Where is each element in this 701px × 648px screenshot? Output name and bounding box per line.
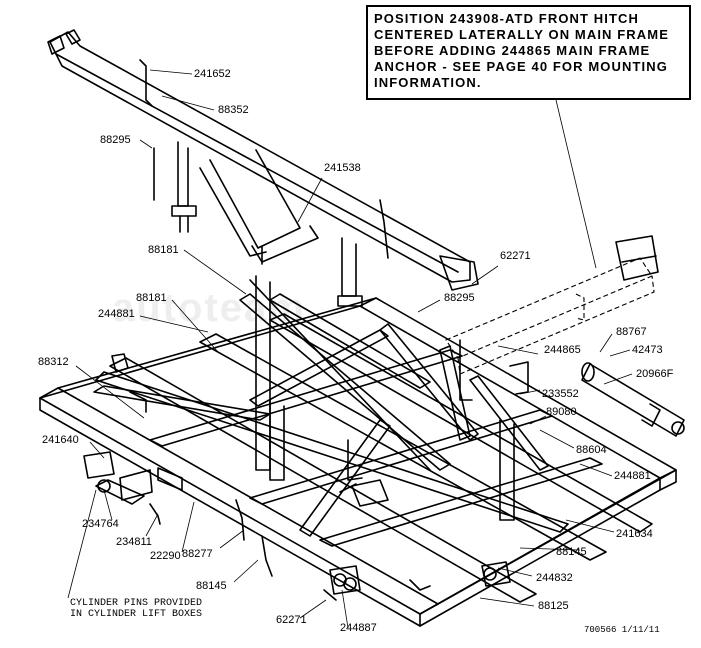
note-line-2: CENTERED LATERALLY ON MAIN FRAME	[374, 27, 669, 42]
callout-233552: 233552	[542, 388, 579, 400]
callout-88312: 88312	[38, 356, 69, 368]
callout-88181-a: 88181	[148, 244, 179, 256]
callout-244881-b: 244881	[614, 470, 651, 482]
callout-88277: 88277	[182, 548, 213, 560]
cylinder-lift-parts	[83, 451, 389, 577]
callout-22290: 22290	[150, 550, 181, 562]
callout-88145-a: 88145	[196, 580, 227, 592]
callout-241634: 241634	[616, 528, 653, 540]
callout-62271-a: 62271	[500, 250, 531, 262]
callout-88125: 88125	[538, 600, 569, 612]
callout-244887: 244887	[340, 622, 377, 634]
callout-88767: 88767	[616, 326, 647, 338]
cylinder-note-line-1: CYLINDER PINS PROVIDED	[70, 598, 203, 609]
watermark: autoteam	[112, 286, 306, 330]
callout-244832: 244832	[536, 572, 573, 584]
callout-241538: 241538	[324, 162, 361, 174]
callout-88181-b: 88181	[136, 292, 167, 304]
cylinder-note-line-2: IN CYLINDER LIFT BOXES	[70, 609, 203, 620]
callout-234811: 234811	[116, 536, 152, 548]
front-hitch-241538	[47, 29, 479, 291]
note-line-4: ANCHOR - SEE PAGE 40 FOR MOUNTING	[374, 59, 668, 74]
callout-88352: 88352	[218, 104, 249, 116]
callout-88604: 88604	[576, 444, 607, 456]
hydraulic-cylinder-20966F	[581, 362, 685, 437]
callout-20966F: 20966F	[636, 368, 674, 380]
cylinder-pins-note: CYLINDER PINS PROVIDED IN CYLINDER LIFT …	[70, 598, 202, 620]
front-stands	[111, 353, 511, 601]
callout-88145-b: 88145	[556, 546, 587, 558]
drawing-id: 700566 1/11/11	[584, 625, 660, 635]
main-frame	[39, 275, 677, 627]
callout-241652: 241652	[194, 68, 231, 80]
leader-lines	[67, 69, 633, 629]
callout-244865: 244865	[544, 344, 581, 356]
note-line-1: POSITION 243908-ATD FRONT HITCH	[374, 11, 640, 26]
anchor-244865	[445, 235, 659, 395]
mounting-note-box: POSITION 243908-ATD FRONT HITCH CENTERED…	[366, 5, 691, 100]
callout-234764: 234764	[82, 518, 119, 530]
callout-244881-a: 244881	[98, 308, 135, 320]
callout-42473: 42473	[632, 344, 663, 356]
hitch-stands	[139, 59, 389, 307]
note-line-3: BEFORE ADDING 244865 MAIN FRAME	[374, 43, 651, 58]
note-line-5: INFORMATION.	[374, 75, 482, 90]
callout-62271-b: 62271	[276, 614, 307, 626]
callout-89080: 89080	[546, 406, 577, 418]
callout-88295-a: 88295	[100, 134, 131, 146]
callout-241640: 241640	[42, 434, 79, 446]
callout-88295-b: 88295	[444, 292, 475, 304]
